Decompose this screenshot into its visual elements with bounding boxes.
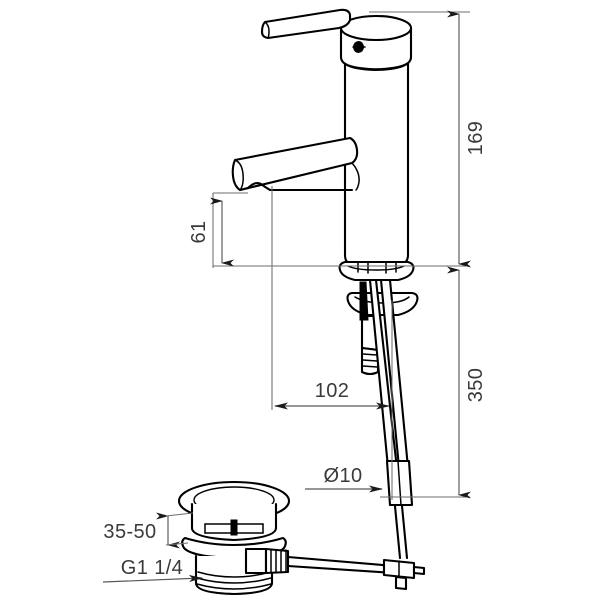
- base-flange: [338, 260, 415, 282]
- lever-handle: [260, 8, 352, 40]
- dimension-label-diameter-10: Ø10: [323, 465, 362, 487]
- supply-tails: [368, 278, 414, 507]
- dimension-169: 169: [447, 10, 487, 268]
- dimension-annotations: 169 350 61 102 Ø10: [102, 10, 487, 583]
- dimension-label-35-50: 35-50: [103, 521, 156, 543]
- dimension-35-50: 35-50: [103, 512, 194, 549]
- threaded-stud: [359, 281, 380, 376]
- dimension-label-102: 102: [315, 380, 350, 402]
- pop-up-waste: [177, 480, 291, 596]
- ext-line-35-50-top: [165, 512, 194, 517]
- dimension-label-350: 350: [465, 368, 487, 403]
- pivot-rod-assembly: [286, 555, 426, 591]
- dimension-label-169: 169: [465, 121, 487, 156]
- dimension-label-61: 61: [188, 220, 210, 243]
- dimension-label-g1-1-4: G1 1/4: [121, 557, 183, 579]
- spout: [231, 136, 360, 192]
- dimension-350: 350: [447, 266, 487, 499]
- dimension-102: 102: [274, 380, 390, 410]
- lift-rod: [393, 504, 409, 560]
- ext-line-35-50-bottom: [165, 542, 189, 546]
- dimension-diameter-10: Ø10: [305, 465, 383, 493]
- dimension-61: 61: [188, 197, 234, 267]
- dimension-g1-1-4: G1 1/4: [102, 557, 203, 583]
- cartridge-cap: [339, 14, 413, 72]
- waste-slot-detail: [204, 519, 264, 536]
- leader-line-thread: [102, 575, 203, 583]
